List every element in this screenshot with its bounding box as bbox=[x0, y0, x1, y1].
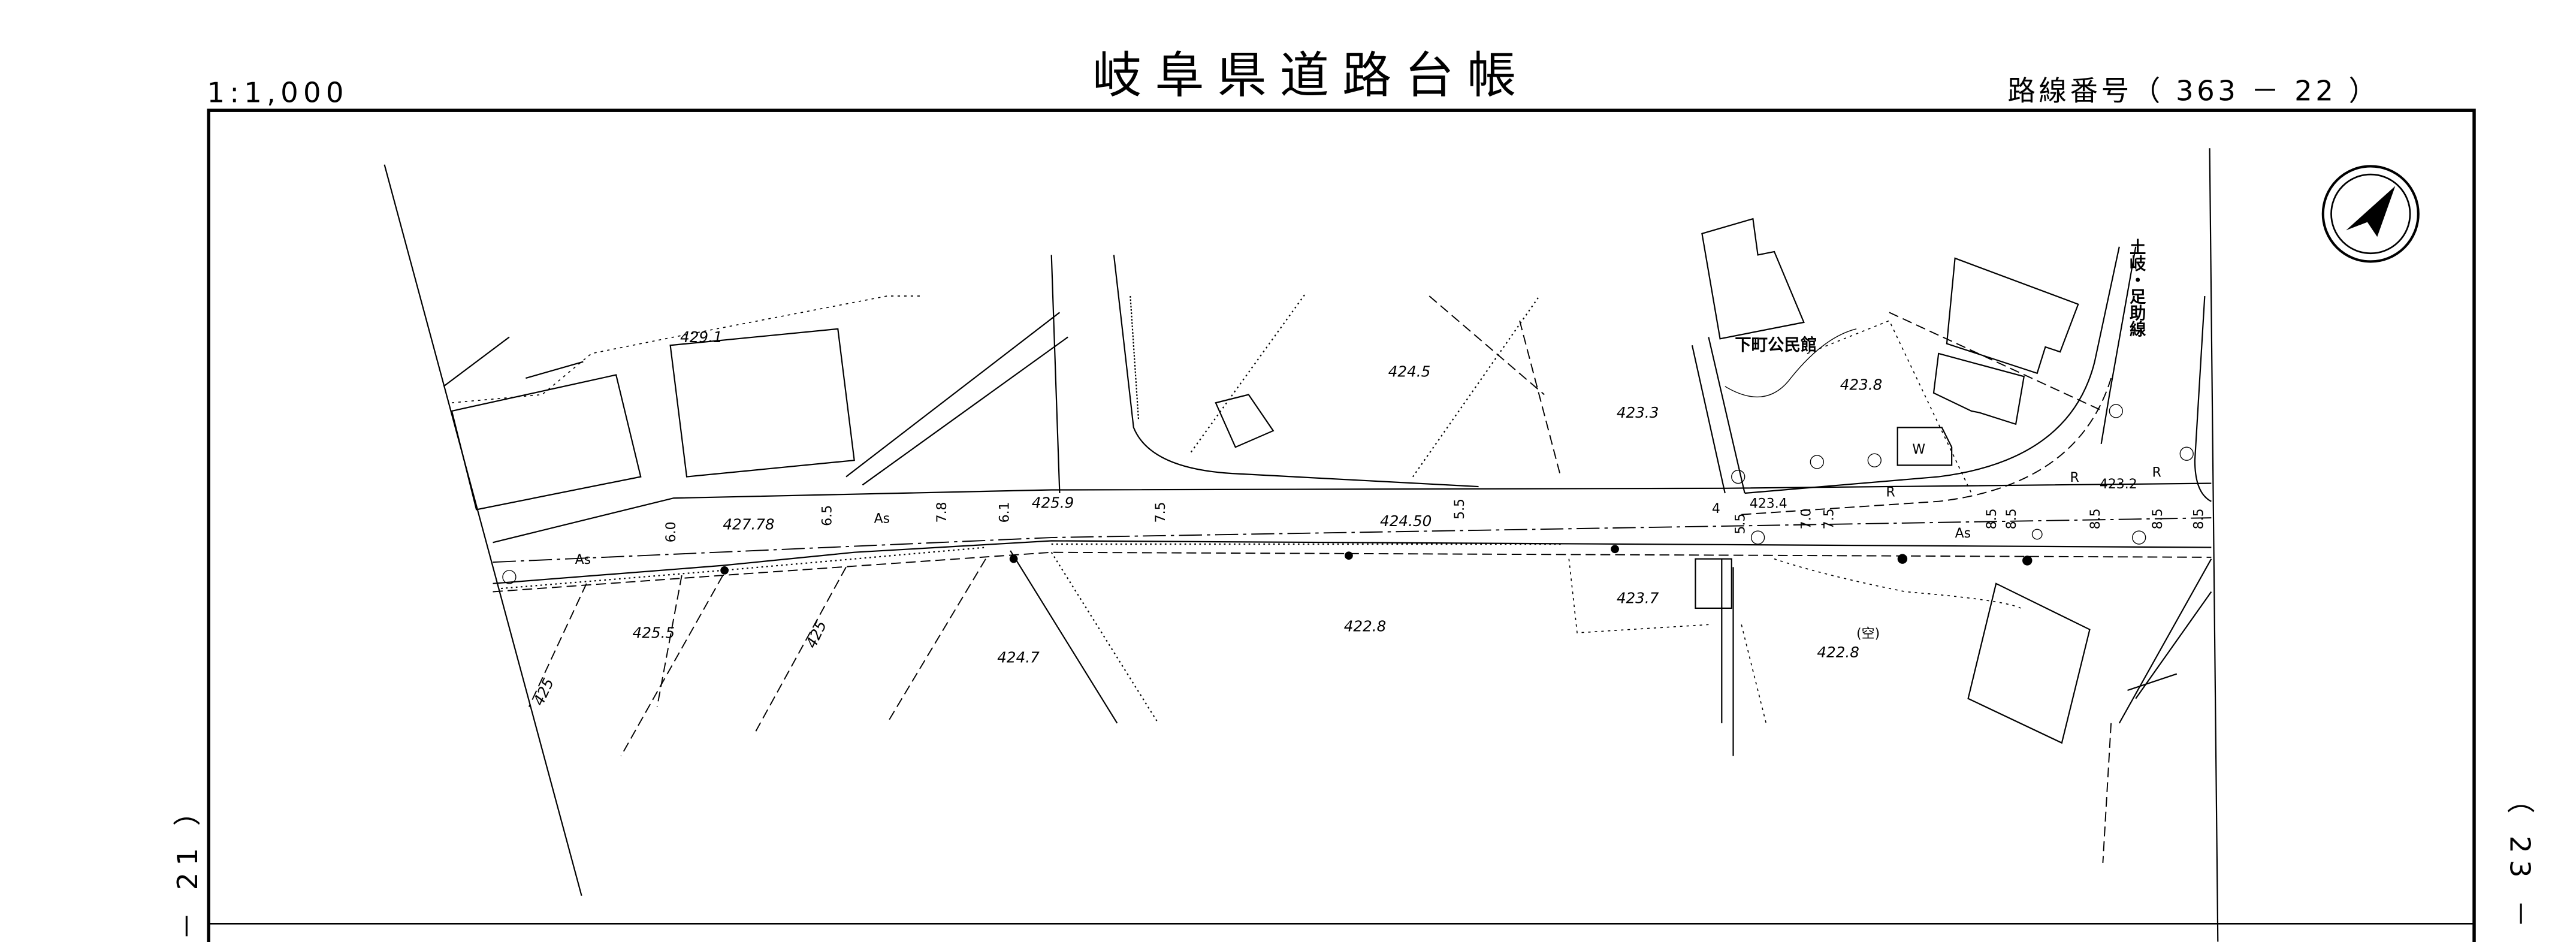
elevation-label: 424.5 bbox=[1388, 363, 1431, 380]
width-label: 5.5 bbox=[1452, 499, 1467, 520]
vacant-label: (空) bbox=[1856, 626, 1880, 641]
w-label: W bbox=[1912, 442, 1925, 457]
elevation-label: 425.9 bbox=[1032, 494, 1074, 512]
elevation-label: 424.7 bbox=[997, 648, 1040, 666]
scale-label: 1:1,000 bbox=[207, 76, 348, 108]
r-label: R bbox=[1886, 485, 1895, 500]
width-label: 8.5 bbox=[2088, 508, 2103, 529]
surface-label: As bbox=[874, 511, 890, 526]
next-sheet-link[interactable]: （ 23 － bbox=[2503, 786, 2536, 934]
elevation-label: 423.3 bbox=[1617, 404, 1659, 421]
width-label: 6.0 bbox=[664, 521, 679, 542]
elevation-label: 423.4 bbox=[1750, 497, 1787, 512]
surface-label: As bbox=[1955, 526, 1971, 541]
elevation-label: 422.8 bbox=[1817, 644, 1859, 661]
width-label: 7.5 bbox=[1822, 508, 1837, 529]
map-frame bbox=[207, 108, 2476, 942]
surface-label: As bbox=[575, 552, 591, 567]
elevation-label: 425.5 bbox=[633, 624, 675, 641]
r-label: R bbox=[2070, 470, 2079, 485]
width-label: 4 bbox=[1712, 502, 1720, 517]
map-labels: 下町公民館 土岐・足助線 (空) As As As R R R W 429.1 … bbox=[530, 238, 2207, 708]
width-label: 8.5 bbox=[1985, 508, 2000, 529]
width-label: 8.5 bbox=[2151, 508, 2166, 529]
elevation-label: 427.78 bbox=[723, 515, 774, 533]
elevation-label: 422.8 bbox=[1344, 617, 1387, 635]
width-label: 6.5 bbox=[820, 505, 835, 526]
width-label: 7.5 bbox=[1153, 502, 1168, 523]
north-arrow-icon bbox=[2321, 165, 2420, 263]
elevation-label: 423.7 bbox=[1617, 590, 1659, 607]
width-label: 8.5 bbox=[2004, 508, 2019, 529]
r-label: R bbox=[2152, 466, 2161, 481]
elevation-label: 423.8 bbox=[1840, 376, 1883, 393]
prev-sheet-link[interactable]: － 21 ） bbox=[171, 792, 204, 940]
elevation-label: 423.2 bbox=[2100, 477, 2137, 492]
building-name: 下町公民館 bbox=[1735, 335, 1817, 354]
width-label: 6.1 bbox=[997, 502, 1012, 523]
elevation-label: 429.1 bbox=[680, 328, 723, 346]
elevation-label: 425 bbox=[530, 675, 557, 708]
elevation-label: 425 bbox=[802, 618, 830, 651]
width-label: 5.5 bbox=[1734, 514, 1748, 535]
width-label: 8.5 bbox=[2192, 508, 2207, 529]
road-name: 土岐・足助線 bbox=[2127, 238, 2146, 337]
elevation-label: 424.50 bbox=[1380, 512, 1432, 530]
route-number: 路線番号（ 363 － 22 ） bbox=[2007, 75, 2379, 107]
width-label: 7.0 bbox=[1799, 508, 1814, 529]
width-label: 7.8 bbox=[935, 502, 950, 523]
sheet-title: 岐阜県道路台帳 bbox=[1092, 47, 1529, 104]
map-linework bbox=[383, 148, 2219, 942]
